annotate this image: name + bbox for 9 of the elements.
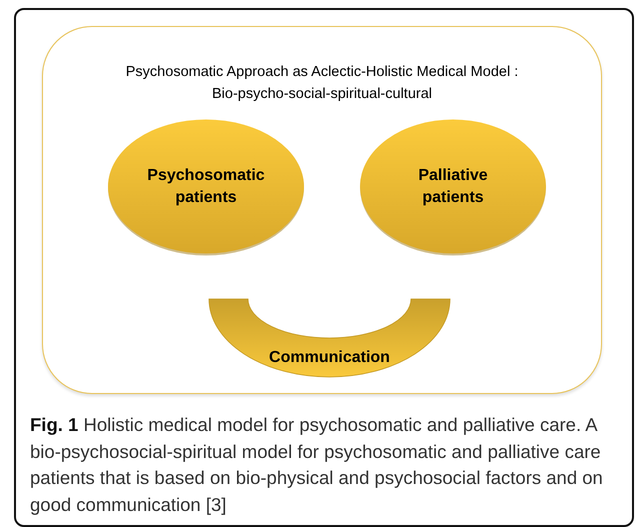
node-label: Communication <box>268 348 391 368</box>
node-label: Palliative patients <box>417 166 489 208</box>
node-label: Psychosomatic patients <box>146 166 266 208</box>
rounded-frame <box>42 26 602 394</box>
ellipse-shape <box>359 118 547 255</box>
arc-shape <box>209 299 450 377</box>
ellipse-shape <box>107 118 305 255</box>
heading-text: Psychosomatic Approach as Aclectic-Holistic Medical Model : Bio-psycho-social-spiritual-cultural <box>124 63 520 104</box>
figure-caption: Fig. 1 Holistic medical model for psychosomatic and palliative care. A bio-psychosocial-spiritual model for psychosomatic and palliative care patients that is based on bio-physical and psychosocial factors and on good communication [3] <box>30 413 604 517</box>
